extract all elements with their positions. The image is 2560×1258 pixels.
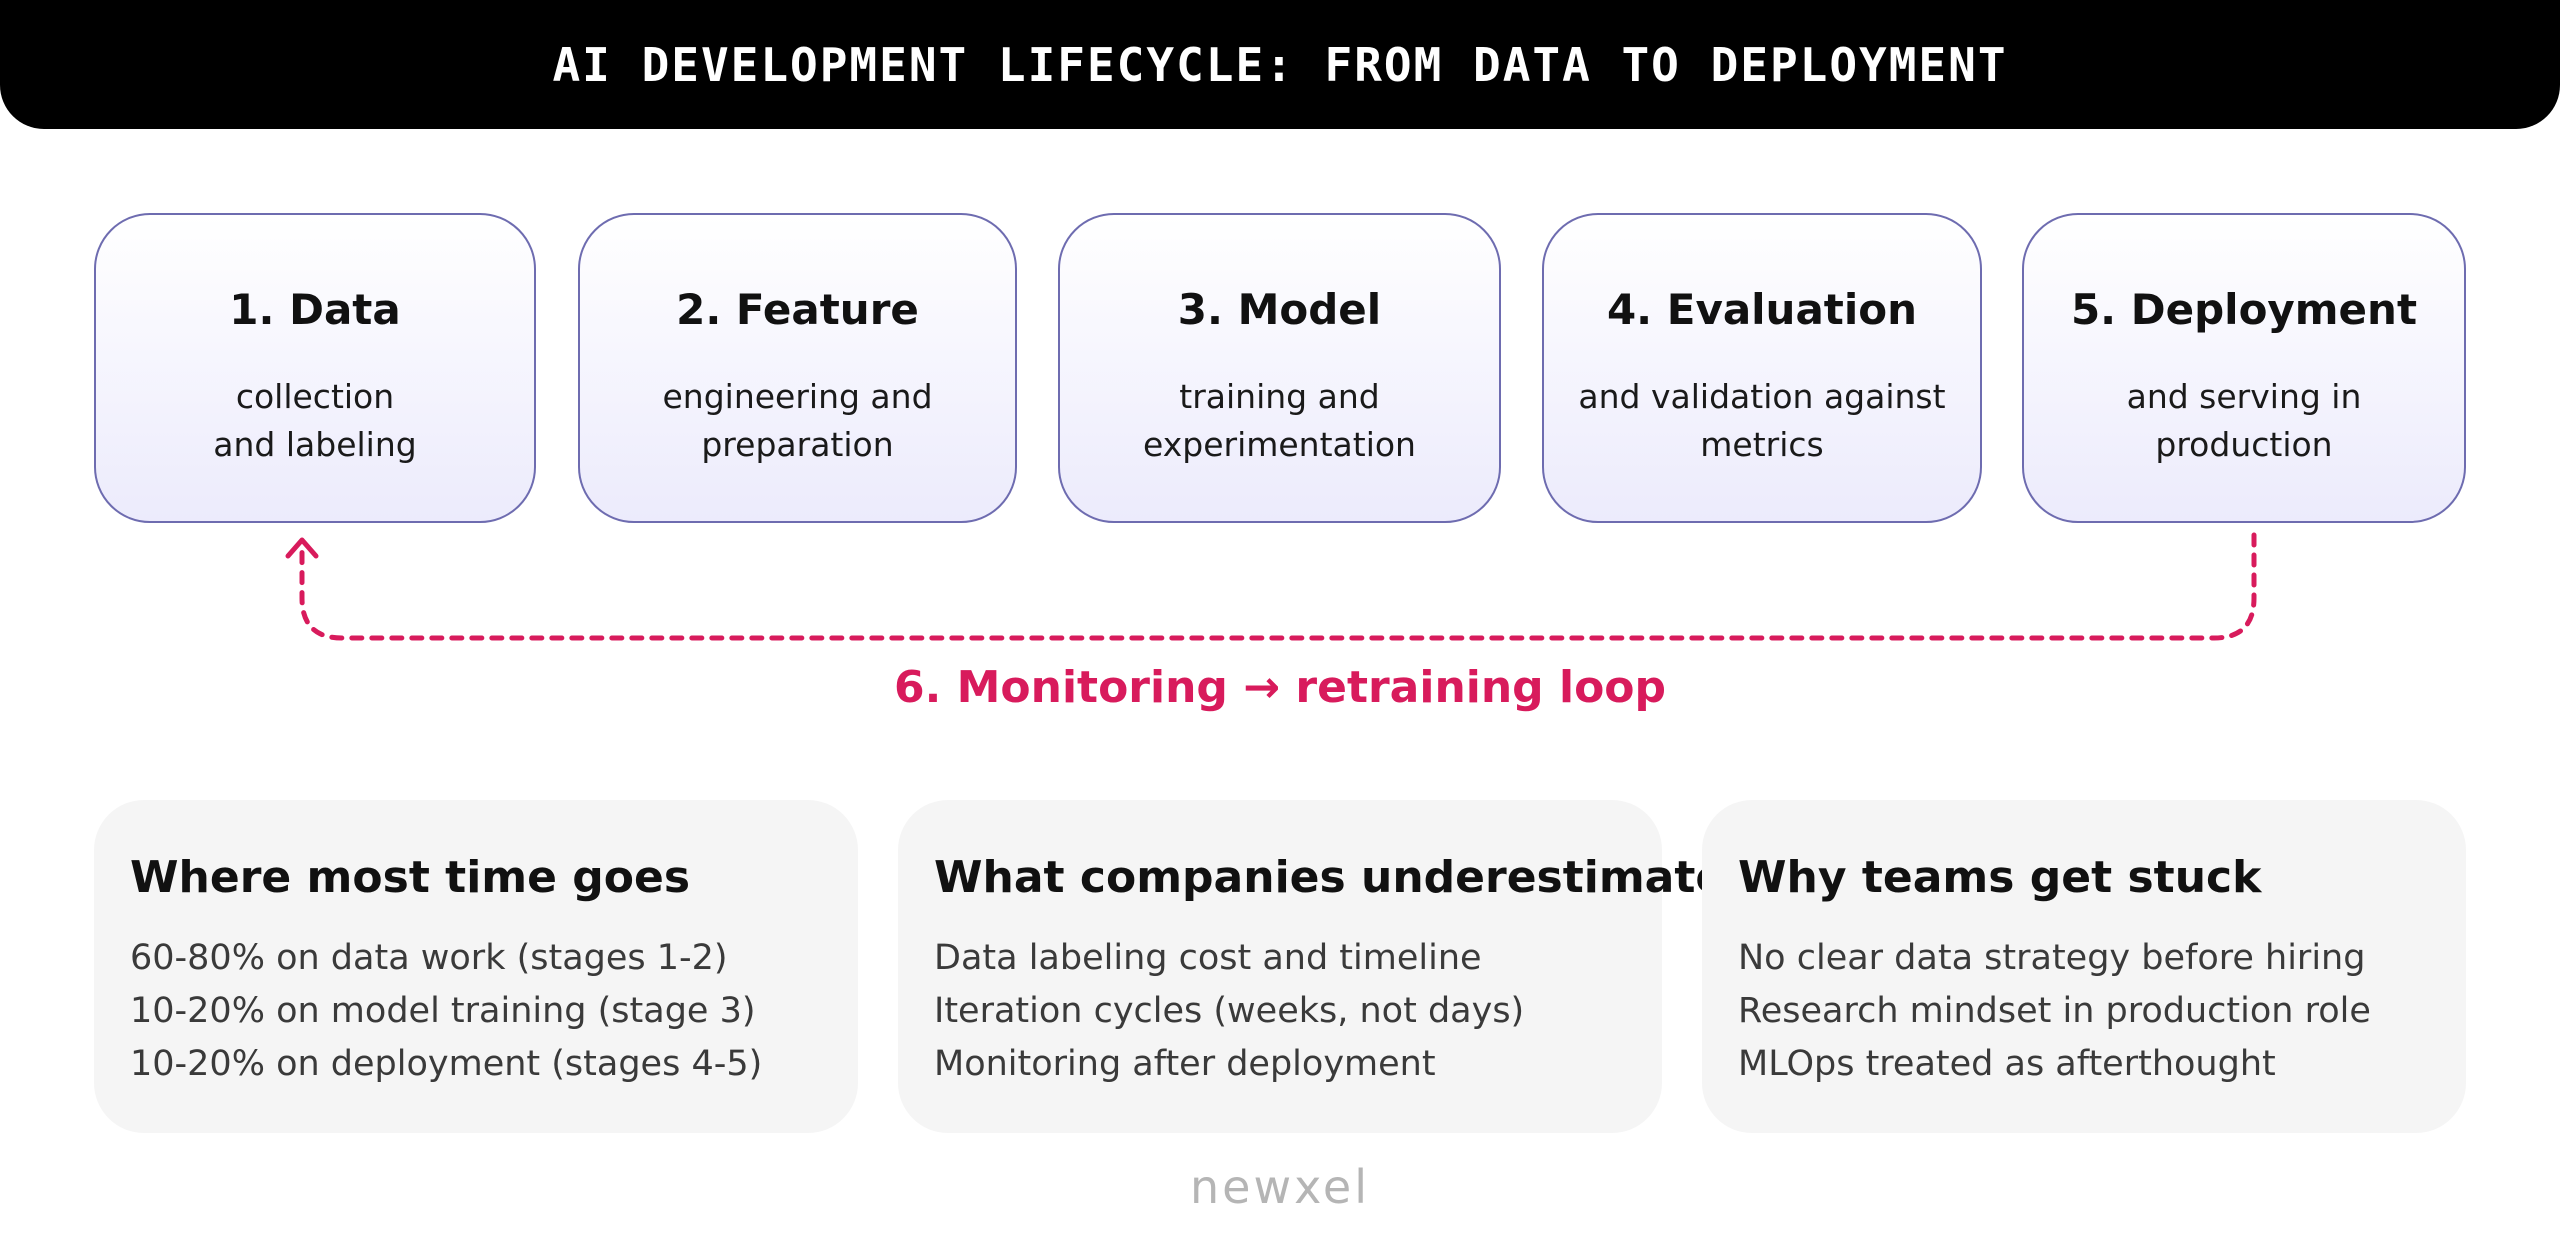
stage-evaluation: 4. Evaluation and validation against met… (1542, 213, 1982, 523)
card-line: Data labeling cost and timeline (934, 938, 1482, 978)
loop-label: 6. Monitoring → retraining loop (893, 662, 1667, 713)
card-line: 10-20% on deployment (stages 4-5) (130, 1044, 763, 1084)
card-line: Monitoring after deployment (934, 1044, 1436, 1084)
card-line: MLOps treated as afterthought (1738, 1044, 2276, 1084)
stage-description-line: training and (1179, 377, 1380, 416)
stage-description-line: and validation against (1578, 377, 1946, 416)
stage-description-line: experimentation (1143, 425, 1416, 464)
card-lines: 60-80% on data work (stages 1-2) 10-20% … (130, 932, 762, 1091)
stage-title: 3. Model (1177, 285, 1382, 334)
stage-description: training and experimentation (1072, 373, 1487, 469)
loop-arrow-head (285, 537, 319, 559)
stage-title: 5. Deployment (2070, 285, 2418, 334)
stage-title: 1. Data (229, 285, 401, 334)
stage-title: 2. Feature (676, 285, 919, 334)
card-title: Where most time goes (130, 852, 691, 903)
loop-dashed-line (299, 532, 2257, 641)
card-underestimate: What companies underestimate Data labeli… (898, 800, 1725, 1133)
stage-data: 1. Data collection and labeling (94, 213, 536, 523)
stage-description-line: production (2155, 425, 2333, 464)
card-line: 10-20% on model training (stage 3) (130, 991, 756, 1031)
stage-description-line: collection (235, 377, 395, 416)
page-title: AI DEVELOPMENT LIFECYCLE: FROM DATA TO D… (552, 37, 2008, 92)
stage-description: and validation against metrics (1556, 373, 1968, 469)
card-line: No clear data strategy before hiring (1738, 938, 2366, 978)
stage-description-line: metrics (1700, 425, 1824, 464)
card-title: Why teams get stuck (1738, 852, 2262, 903)
card-stuck: Why teams get stuck No clear data strate… (1702, 800, 2466, 1133)
stage-description-line: preparation (701, 425, 894, 464)
stage-description: collection and labeling (108, 373, 522, 469)
stage-model: 3. Model training and experimentation (1058, 213, 1501, 523)
stage-description-line: and serving in (2126, 377, 2362, 416)
stage-description-line: engineering and (662, 377, 933, 416)
card-lines: No clear data strategy before hiring Res… (1738, 932, 2371, 1091)
title-bar: AI DEVELOPMENT LIFECYCLE: FROM DATA TO D… (0, 0, 2560, 129)
card-line: 60-80% on data work (stages 1-2) (130, 938, 728, 978)
card-title: What companies underestimate (934, 852, 1726, 903)
card-time: Where most time goes 60-80% on data work… (94, 800, 858, 1133)
stage-feature: 2. Feature engineering and preparation (578, 213, 1017, 523)
stage-description-line: and labeling (213, 425, 417, 464)
card-line: Iteration cycles (weeks, not days) (934, 991, 1525, 1031)
stage-description: engineering and preparation (592, 373, 1003, 469)
brand-logo: newxel (1190, 1160, 1370, 1214)
stage-description: and serving in production (2036, 373, 2452, 469)
card-lines: Data labeling cost and timeline Iteratio… (934, 932, 1524, 1091)
card-line: Research mindset in production role (1738, 991, 2371, 1031)
stage-deployment: 5. Deployment and serving in production (2022, 213, 2466, 523)
stage-title: 4. Evaluation (1606, 285, 1918, 334)
